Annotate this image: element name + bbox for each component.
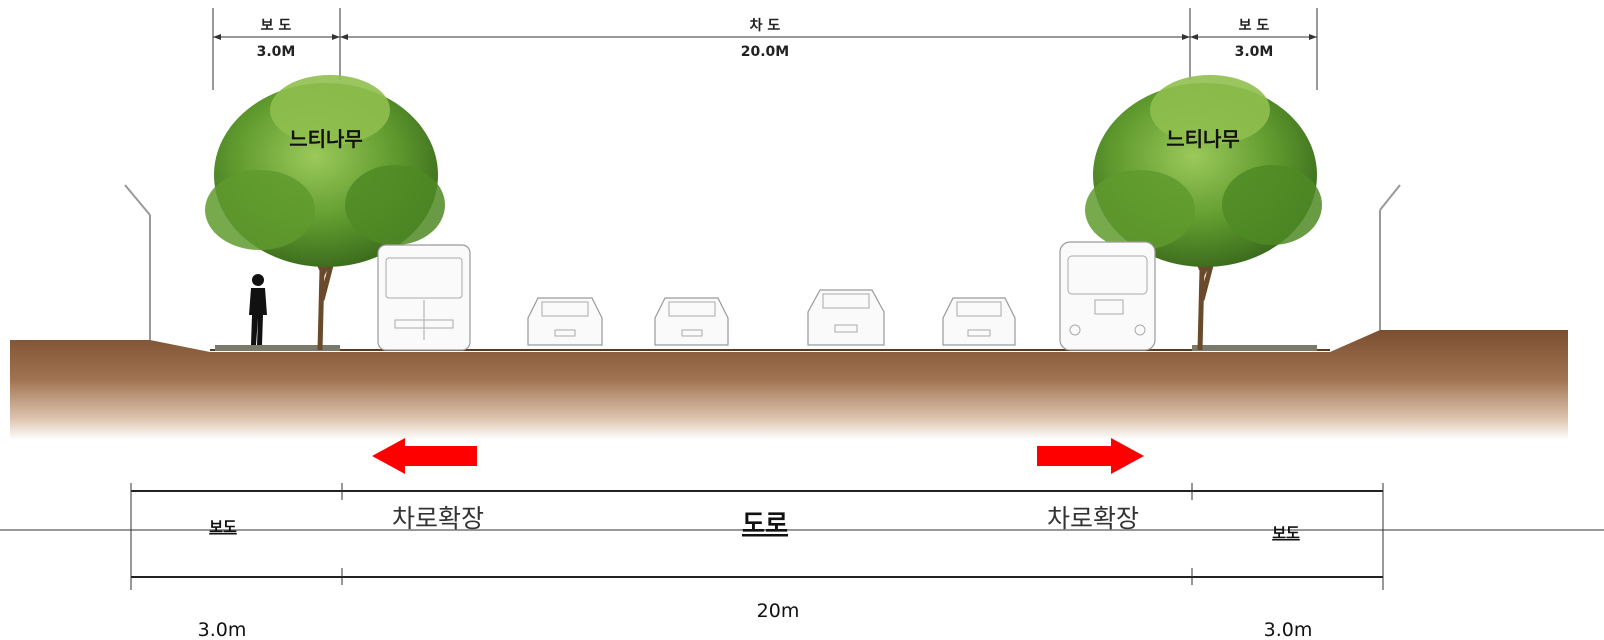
car-1 [527,297,603,346]
ground-section [10,330,1568,440]
plan-sidewalk-left-label: 보도 [209,518,237,536]
roadway-width: 20.0M [741,44,789,60]
roadway-label: 차 도 [750,18,781,34]
sidewalk-right-width: 3.0M [1235,44,1274,60]
sidewalk-left-label: 보 도 [261,18,292,34]
plan-lines [0,483,1604,590]
sidewalk-left-width: 3.0M [257,44,296,60]
plan-width-right: 3.0m [1264,619,1313,640]
right-tree-pit [1192,345,1317,351]
arrow-left-icon [372,438,477,474]
left-tree-pit [215,345,340,351]
car-2 [654,297,729,346]
car-3 [807,289,885,346]
plan-sidewalk-right-label: 보도 [1272,524,1300,542]
arrow-right-icon [1037,438,1144,474]
tree-right [1085,75,1322,351]
top-dimensions [212,8,1318,90]
street-light-right [1379,184,1401,330]
tree-left-label: 느티나무 [289,127,363,151]
plan-width-center: 20m [757,600,800,622]
bus-right [1059,241,1156,351]
bus-left [377,244,471,351]
tree-right-label: 느티나무 [1166,127,1240,151]
plan-width-left: 3.0m [198,619,247,640]
sidewalk-right-label: 보 도 [1239,18,1270,34]
car-4 [942,297,1016,346]
plan-expansion-left-label: 차로확장 [392,504,484,533]
plan-expansion-right-label: 차로확장 [1047,504,1139,533]
pedestrian-figure [249,274,267,345]
street-light-left [124,184,151,340]
plan-road-label: 도로 [742,509,788,538]
tree-left [205,75,445,351]
